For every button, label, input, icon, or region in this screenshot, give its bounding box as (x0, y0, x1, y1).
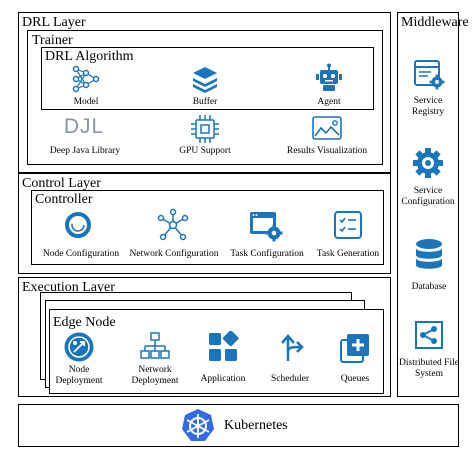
distributed-file-system-label: Distributed File System (399, 358, 459, 379)
node-configuration-label: Node Configuration (42, 249, 120, 259)
service-registry-label: Service Registry (411, 96, 445, 117)
queues-label: Queues (340, 374, 370, 384)
hierarchy-icon (139, 331, 171, 361)
kubernetes-label: Kubernetes (224, 418, 288, 433)
controller-title: Controller (35, 192, 93, 207)
gpu-chip-icon (190, 114, 220, 144)
kubernetes-bar (18, 404, 459, 447)
task-configuration-label: Task Configuration (230, 249, 304, 259)
buffer-label: Buffer (192, 97, 218, 107)
chart-image-icon (311, 114, 343, 142)
database-icon (414, 238, 444, 274)
trainer-title: Trainer (32, 33, 73, 48)
agent-robot-icon (314, 63, 344, 93)
drl-algorithm-title: DRL Algorithm (45, 49, 134, 64)
config-gear-icon (411, 146, 445, 180)
service-configuration-label: Service Configuration (401, 186, 455, 207)
deploy-circle-icon (63, 331, 95, 363)
model-label: Model (73, 97, 99, 107)
drl-layer-title: DRL Layer (22, 15, 86, 30)
agent-label: Agent (317, 97, 341, 107)
deep-java-library-label: Deep Java Library (49, 146, 121, 156)
shared-folder-icon (414, 320, 444, 350)
middleware-title: Middleware (401, 15, 469, 30)
checklist-icon (333, 210, 363, 240)
network-configuration-label: Network Configuration (129, 249, 219, 259)
node-deployment-label: Node Deployment (55, 365, 103, 386)
execution-layer-title: Execution Layer (22, 280, 115, 295)
application-label: Application (200, 374, 246, 384)
queue-plus-icon (340, 333, 370, 363)
database-label: Database (411, 282, 447, 292)
network-deployment-label: Network Deployment (131, 365, 179, 386)
control-layer-title: Control Layer (22, 176, 101, 191)
scheduler-label: Scheduler (271, 374, 309, 384)
edge-node-title: Edge Node (53, 315, 116, 330)
buffer-layers-icon (190, 64, 220, 94)
split-arrow-icon (274, 331, 306, 363)
task-generation-label: Task Generation (316, 249, 380, 259)
ring-icon (63, 210, 93, 240)
network-hub-icon (156, 208, 190, 242)
window-gear-icon (249, 210, 283, 242)
kubernetes-wheel-icon (180, 408, 216, 444)
app-blocks-icon (207, 331, 239, 363)
djl-logo-icon: DJL (63, 115, 105, 138)
gpu-support-label: GPU Support (179, 146, 231, 156)
results-visualization-label: Results Visualization (286, 146, 368, 156)
model-network-icon (71, 64, 101, 94)
registry-gear-icon (413, 58, 445, 90)
